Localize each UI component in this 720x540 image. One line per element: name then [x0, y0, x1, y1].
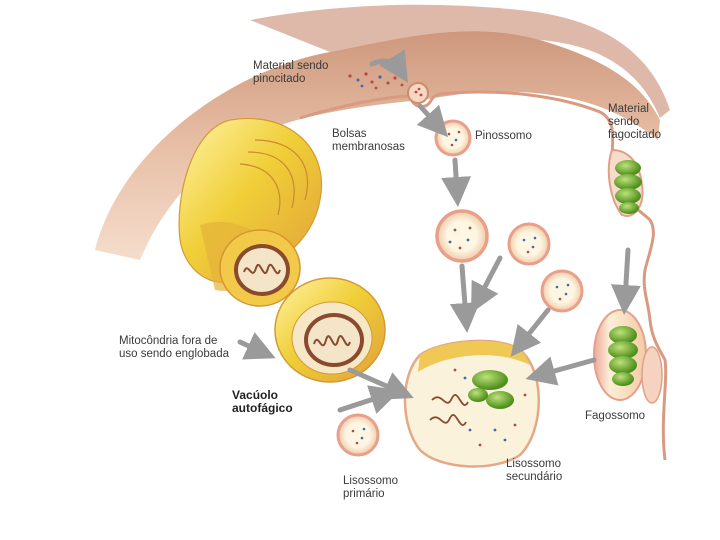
label-mitocondria: Mitocôndria fora de uso sendo englobada [119, 335, 229, 361]
lysosome-vesicle [509, 224, 549, 264]
arrow-icon [350, 370, 400, 392]
arrow-icon [240, 342, 262, 352]
arrow-icon [420, 106, 438, 126]
label-lisossomo-secundario: Lisossomo secundário [506, 458, 562, 484]
arrow-icon [455, 160, 457, 192]
label-vacuolo-autofagico: Vacúolo autofágico [232, 389, 293, 415]
label-bolsas-membranosas: Bolsas membranosas [332, 128, 405, 154]
arrow-icon [520, 310, 548, 345]
label-fagossomo: Fagossomo [585, 410, 645, 423]
phagocytosed-material [609, 150, 643, 216]
label-material-pinocitado: Material sendo pinocitado [253, 60, 328, 86]
secondary-lysosome [405, 341, 539, 467]
arrow-icon [540, 360, 594, 375]
arrow-icon [625, 250, 628, 300]
label-pinossomo: Pinossomo [475, 130, 532, 143]
lysosome-vesicle [542, 271, 582, 311]
label-lisossomo-primario: Lisossomo primário [343, 475, 398, 501]
pinosome [436, 121, 470, 155]
autophagic-vacuole [275, 278, 385, 382]
arrow-icon [462, 266, 466, 318]
arrow-icon [340, 395, 386, 410]
arrow-icon [478, 258, 500, 300]
engulfed-mitochondrion [220, 230, 300, 306]
label-material-fagocitado: Material sendo fagocitado [608, 103, 661, 142]
primary-lysosome [338, 415, 378, 455]
lysosome-vesicle [437, 211, 487, 261]
